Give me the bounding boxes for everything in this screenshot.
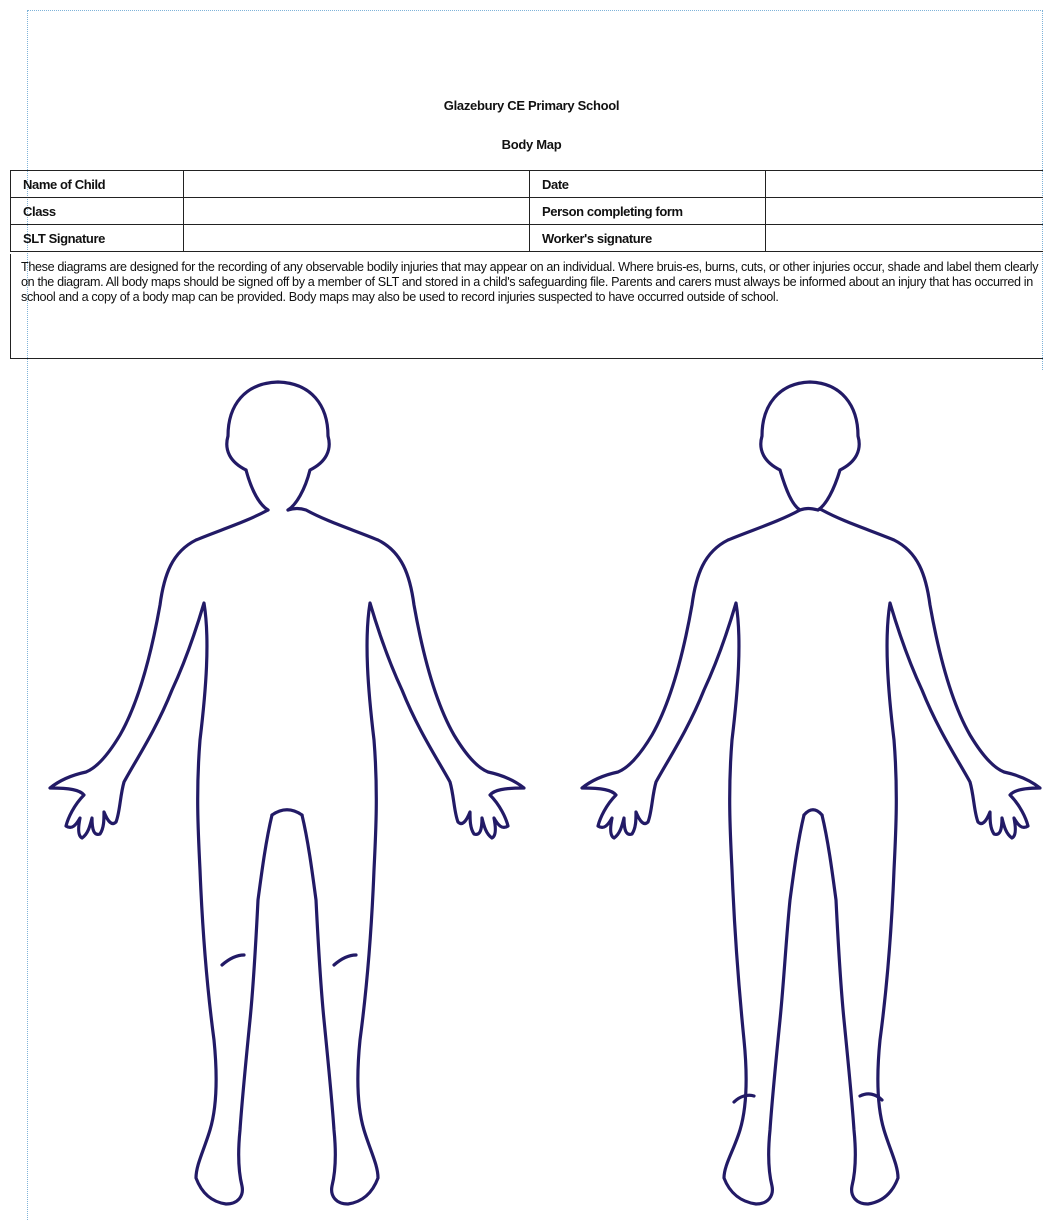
instructions-text: These diagrams are designed for the reco…: [10, 254, 1043, 359]
details-table: Name of Child Date Class Person completi…: [10, 170, 1043, 252]
front-body-left: [50, 510, 272, 1204]
slt-signature-field[interactable]: [184, 225, 530, 252]
back-body-left: [582, 510, 804, 1204]
page-margin-guide-top: [27, 10, 1043, 11]
front-crotch: [272, 810, 302, 815]
workers-signature-label: Worker's signature: [530, 225, 766, 252]
back-crotch: [804, 810, 822, 815]
class-label: Class: [11, 198, 184, 225]
table-row: SLT Signature Worker's signature: [11, 225, 1043, 252]
date-label: Date: [530, 171, 766, 198]
date-field[interactable]: [766, 171, 1043, 198]
class-field[interactable]: [184, 198, 530, 225]
front-body-right: [288, 509, 524, 1205]
workers-signature-field[interactable]: [766, 225, 1043, 252]
front-body-outline[interactable]: [50, 382, 524, 1204]
front-head: [227, 382, 329, 510]
person-completing-form-field[interactable]: [766, 198, 1043, 225]
body-map-diagram: [0, 360, 1043, 1210]
name-of-child-field[interactable]: [184, 171, 530, 198]
back-body-right: [818, 509, 1040, 1204]
school-name: Glazebury CE Primary School: [0, 98, 1043, 113]
document-title: Body Map: [0, 137, 1043, 152]
back-head: [761, 382, 859, 510]
front-knee-right-mark: [334, 955, 356, 965]
back-body-outline[interactable]: [582, 382, 1040, 1204]
table-row: Class Person completing form: [11, 198, 1043, 225]
name-of-child-label: Name of Child: [11, 171, 184, 198]
front-neck-left: [246, 470, 268, 510]
slt-signature-label: SLT Signature: [11, 225, 184, 252]
person-completing-form-label: Person completing form: [530, 198, 766, 225]
table-row: Name of Child Date: [11, 171, 1043, 198]
front-knee-left-mark: [222, 955, 244, 965]
